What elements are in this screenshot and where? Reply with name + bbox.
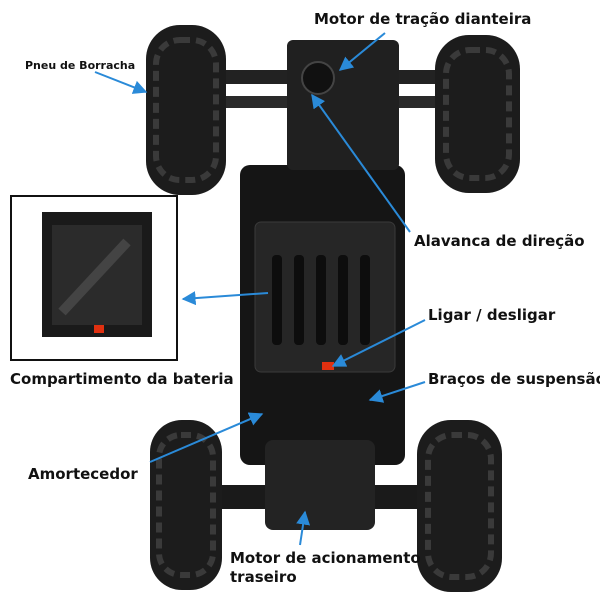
label-shock: Amortecedor — [28, 465, 138, 483]
battery-compartment-inset — [10, 195, 178, 361]
label-battery: Compartimento da bateria — [10, 370, 234, 388]
arrow-shock — [149, 412, 264, 463]
arrow-power — [331, 319, 426, 367]
tire-front-right — [435, 35, 520, 193]
inset-battery-strap — [58, 238, 131, 316]
label-power: Ligar / desligar — [428, 306, 556, 324]
arrow-rear-motor — [296, 510, 311, 546]
tire-rear-left — [150, 420, 222, 590]
tire-front-left — [146, 25, 226, 195]
inset-power-switch — [94, 325, 104, 333]
label-steering: Alavanca de direção — [414, 232, 585, 250]
battery-cover-slots — [272, 255, 370, 345]
rear-motor — [265, 440, 375, 530]
arrow-battery — [181, 291, 269, 306]
power-switch — [322, 362, 334, 370]
arrow-steering — [311, 93, 411, 233]
label-rear-motor-line1: Motor de acionamento — [230, 549, 421, 567]
arrow-tire — [94, 71, 148, 94]
label-suspension: Braços de suspensão — [428, 370, 600, 388]
label-front-motor: Motor de tração dianteira — [314, 10, 532, 28]
label-rear-motor-line2: traseiro — [230, 568, 297, 586]
front-motor-gear — [301, 61, 335, 95]
front-motor — [287, 40, 399, 170]
tire-rear-right — [417, 420, 502, 592]
label-tire: Pneu de Borracha — [25, 59, 136, 72]
arrow-suspension — [368, 381, 426, 403]
arrow-front-motor — [338, 32, 386, 71]
